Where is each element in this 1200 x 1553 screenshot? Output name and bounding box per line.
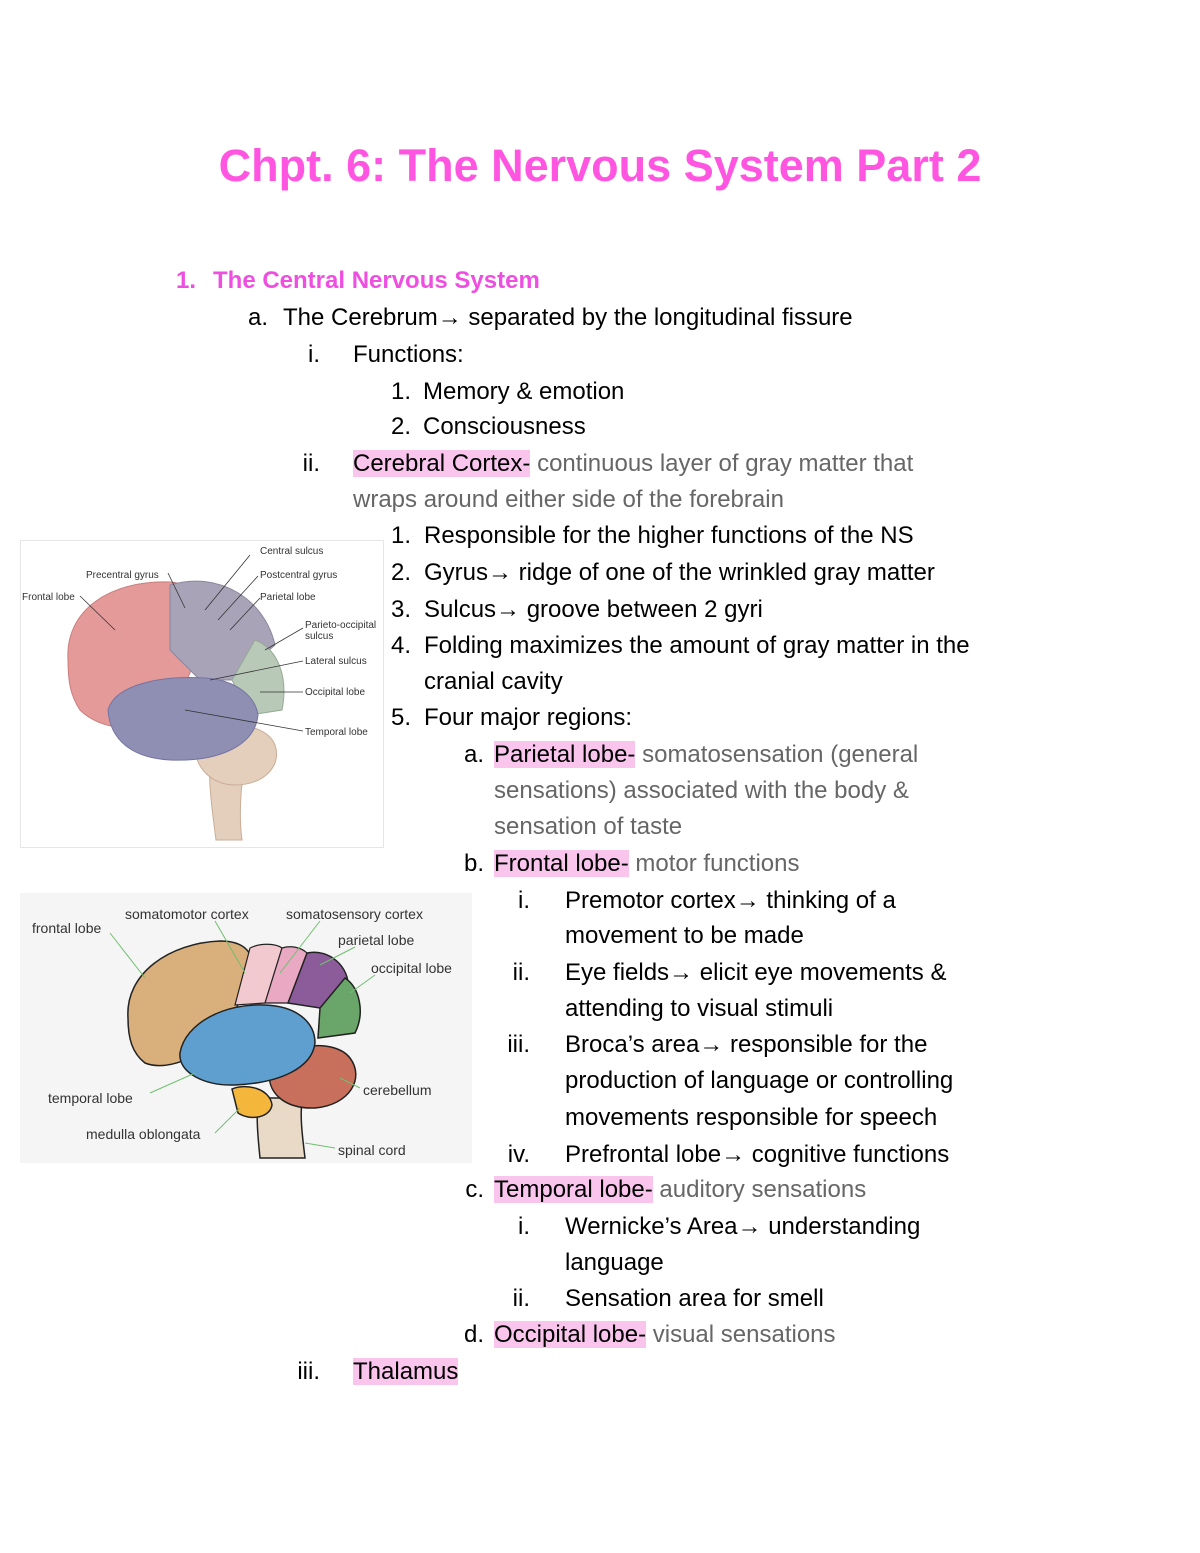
sub-item-cont: attending to visual stimuli — [565, 995, 834, 1022]
label-cerebellum: cerebellum — [363, 1082, 431, 1098]
label-lateral-sulcus: Lateral sulcus — [305, 656, 367, 667]
list-marker: 3. — [390, 596, 411, 623]
label-occipital-lobe: occipital lobe — [371, 960, 452, 976]
region-marker: c. — [465, 1176, 484, 1203]
label-somatosensory-cortex: somatosensory cortex — [286, 906, 423, 922]
cerebrum-text: The Cerebrum→ separated by the longitudi… — [283, 304, 853, 331]
thalamus-term: Thalamus — [353, 1358, 459, 1385]
label-temporal-lobe: Temporal lobe — [305, 727, 368, 738]
sub-item-cont: movements responsible for speech — [565, 1104, 938, 1131]
region-temporal: Temporal lobe- auditory sensations — [494, 1175, 866, 1205]
label-postcentral-gyrus: Postcentral gyrus — [260, 570, 337, 581]
label-central-sulcus: Central sulcus — [260, 546, 323, 557]
functions-label: Functions: — [353, 341, 464, 368]
list-marker: 2. — [390, 413, 411, 440]
sub-marker: i. — [518, 1213, 530, 1240]
region-dash: - — [620, 850, 629, 877]
cortex-definition-cont: wraps around either side of the forebrai… — [353, 486, 784, 513]
functions-marker: i. — [308, 341, 320, 368]
cortex-term: Cerebral Cortex — [353, 450, 523, 477]
label-parietal-lobe: Parietal lobe — [260, 592, 316, 603]
sub-item: Premotor cortex→ thinking of a — [565, 887, 896, 914]
label-frontal-lobe: Frontal lobe — [22, 592, 75, 603]
cortex-marker: ii. — [302, 450, 320, 477]
sub-item: Eye fields→ elicit eye movements & — [565, 959, 947, 986]
region-marker: d. — [463, 1321, 484, 1348]
brain-regions-figure: somatomotor cortex somatosensory cortex … — [20, 893, 472, 1163]
sub-item: Prefrontal lobe→ cognitive functions — [565, 1141, 950, 1168]
sub-item: Wernicke’s Area→ understanding — [565, 1213, 921, 1240]
label-parietal-lobe: parietal lobe — [338, 932, 414, 948]
sub-item-cont: movement to be made — [565, 922, 804, 949]
list-item: Responsible for the higher functions of … — [424, 522, 914, 549]
list-marker: 1. — [390, 378, 411, 405]
list-item: Folding maximizes the amount of gray mat… — [424, 632, 970, 659]
region-term: Occipital lobe — [494, 1321, 639, 1348]
region-dash: - — [638, 1321, 647, 1348]
region-definition-cont: sensation of taste — [494, 813, 683, 840]
sub-marker: iv. — [507, 1141, 530, 1168]
cortex-line: Cerebral Cortex- continuous layer of gra… — [353, 449, 913, 479]
region-definition: visual sensations — [646, 1321, 836, 1348]
region-definition: motor functions — [628, 850, 800, 877]
sub-item-cont: production of language or controlling — [565, 1067, 954, 1094]
section-heading: The Central Nervous System — [213, 267, 540, 294]
list-item-cont: cranial cavity — [424, 668, 563, 695]
region-marker: a. — [463, 741, 484, 768]
region-frontal: Frontal lobe- motor functions — [494, 849, 800, 879]
label-somatomotor-cortex: somatomotor cortex — [125, 906, 249, 922]
list-marker: 5. — [390, 704, 411, 731]
list-marker: 1. — [390, 522, 411, 549]
label-occipital-lobe: Occipital lobe — [305, 687, 365, 698]
sub-marker: i. — [518, 887, 530, 914]
label-spinal-cord: spinal cord — [338, 1142, 406, 1158]
cortex-dash: - — [522, 450, 531, 477]
sub-item-cont: language — [565, 1249, 664, 1276]
region-term: Parietal lobe — [494, 741, 628, 768]
region-definition: somatosensation (general — [635, 741, 919, 768]
list-item: Consciousness — [423, 413, 586, 440]
label-temporal-lobe: temporal lobe — [48, 1090, 133, 1106]
section-marker: 1. — [175, 267, 196, 294]
sub-marker: ii. — [512, 1285, 530, 1312]
region-definition-cont: sensations) associated with the body & — [494, 777, 909, 804]
region-occipital: Occipital lobe- visual sensations — [494, 1320, 836, 1350]
sub-marker: ii. — [512, 959, 530, 986]
sub-item: Sensation area for smell — [565, 1285, 824, 1312]
region-parietal: Parietal lobe- somatosensation (general — [494, 740, 918, 770]
label-frontal-lobe: frontal lobe — [32, 920, 101, 936]
list-item: Four major regions: — [424, 704, 633, 731]
region-dash: - — [644, 1176, 653, 1203]
sub-marker: iii. — [507, 1031, 530, 1058]
region-term: Frontal lobe — [494, 850, 621, 877]
label-precentral-gyrus: Precentral gyrus — [86, 570, 159, 581]
list-marker: 2. — [390, 559, 411, 586]
region-dash: - — [627, 741, 636, 768]
list-item: Memory & emotion — [423, 378, 625, 405]
thalamus-marker: iii. — [297, 1358, 320, 1385]
list-item: Gyrus→ ridge of one of the wrinkled gray… — [424, 559, 935, 586]
page-title: Chpt. 6: The Nervous System Part 2 — [218, 140, 982, 191]
region-term: Temporal lobe — [494, 1176, 645, 1203]
thalamus-line: Thalamus — [353, 1357, 459, 1387]
sub-item: Broca’s area→ responsible for the — [565, 1031, 928, 1058]
label-parieto-occipital-sulcus: sulcus — [305, 631, 333, 642]
brain-lobes-figure: Central sulcus Precentral gyrus Postcent… — [20, 540, 384, 848]
cortex-definition: continuous layer of gray matter that — [530, 450, 914, 477]
region-definition: auditory sensations — [652, 1176, 867, 1203]
cerebrum-marker: a. — [247, 304, 268, 331]
list-marker: 4. — [390, 632, 411, 659]
label-parieto-occipital: Parieto-occipital — [305, 620, 376, 631]
region-marker: b. — [463, 850, 484, 877]
label-medulla-oblongata: medulla oblongata — [86, 1126, 201, 1142]
list-item: Sulcus→ groove between 2 gyri — [424, 596, 763, 623]
